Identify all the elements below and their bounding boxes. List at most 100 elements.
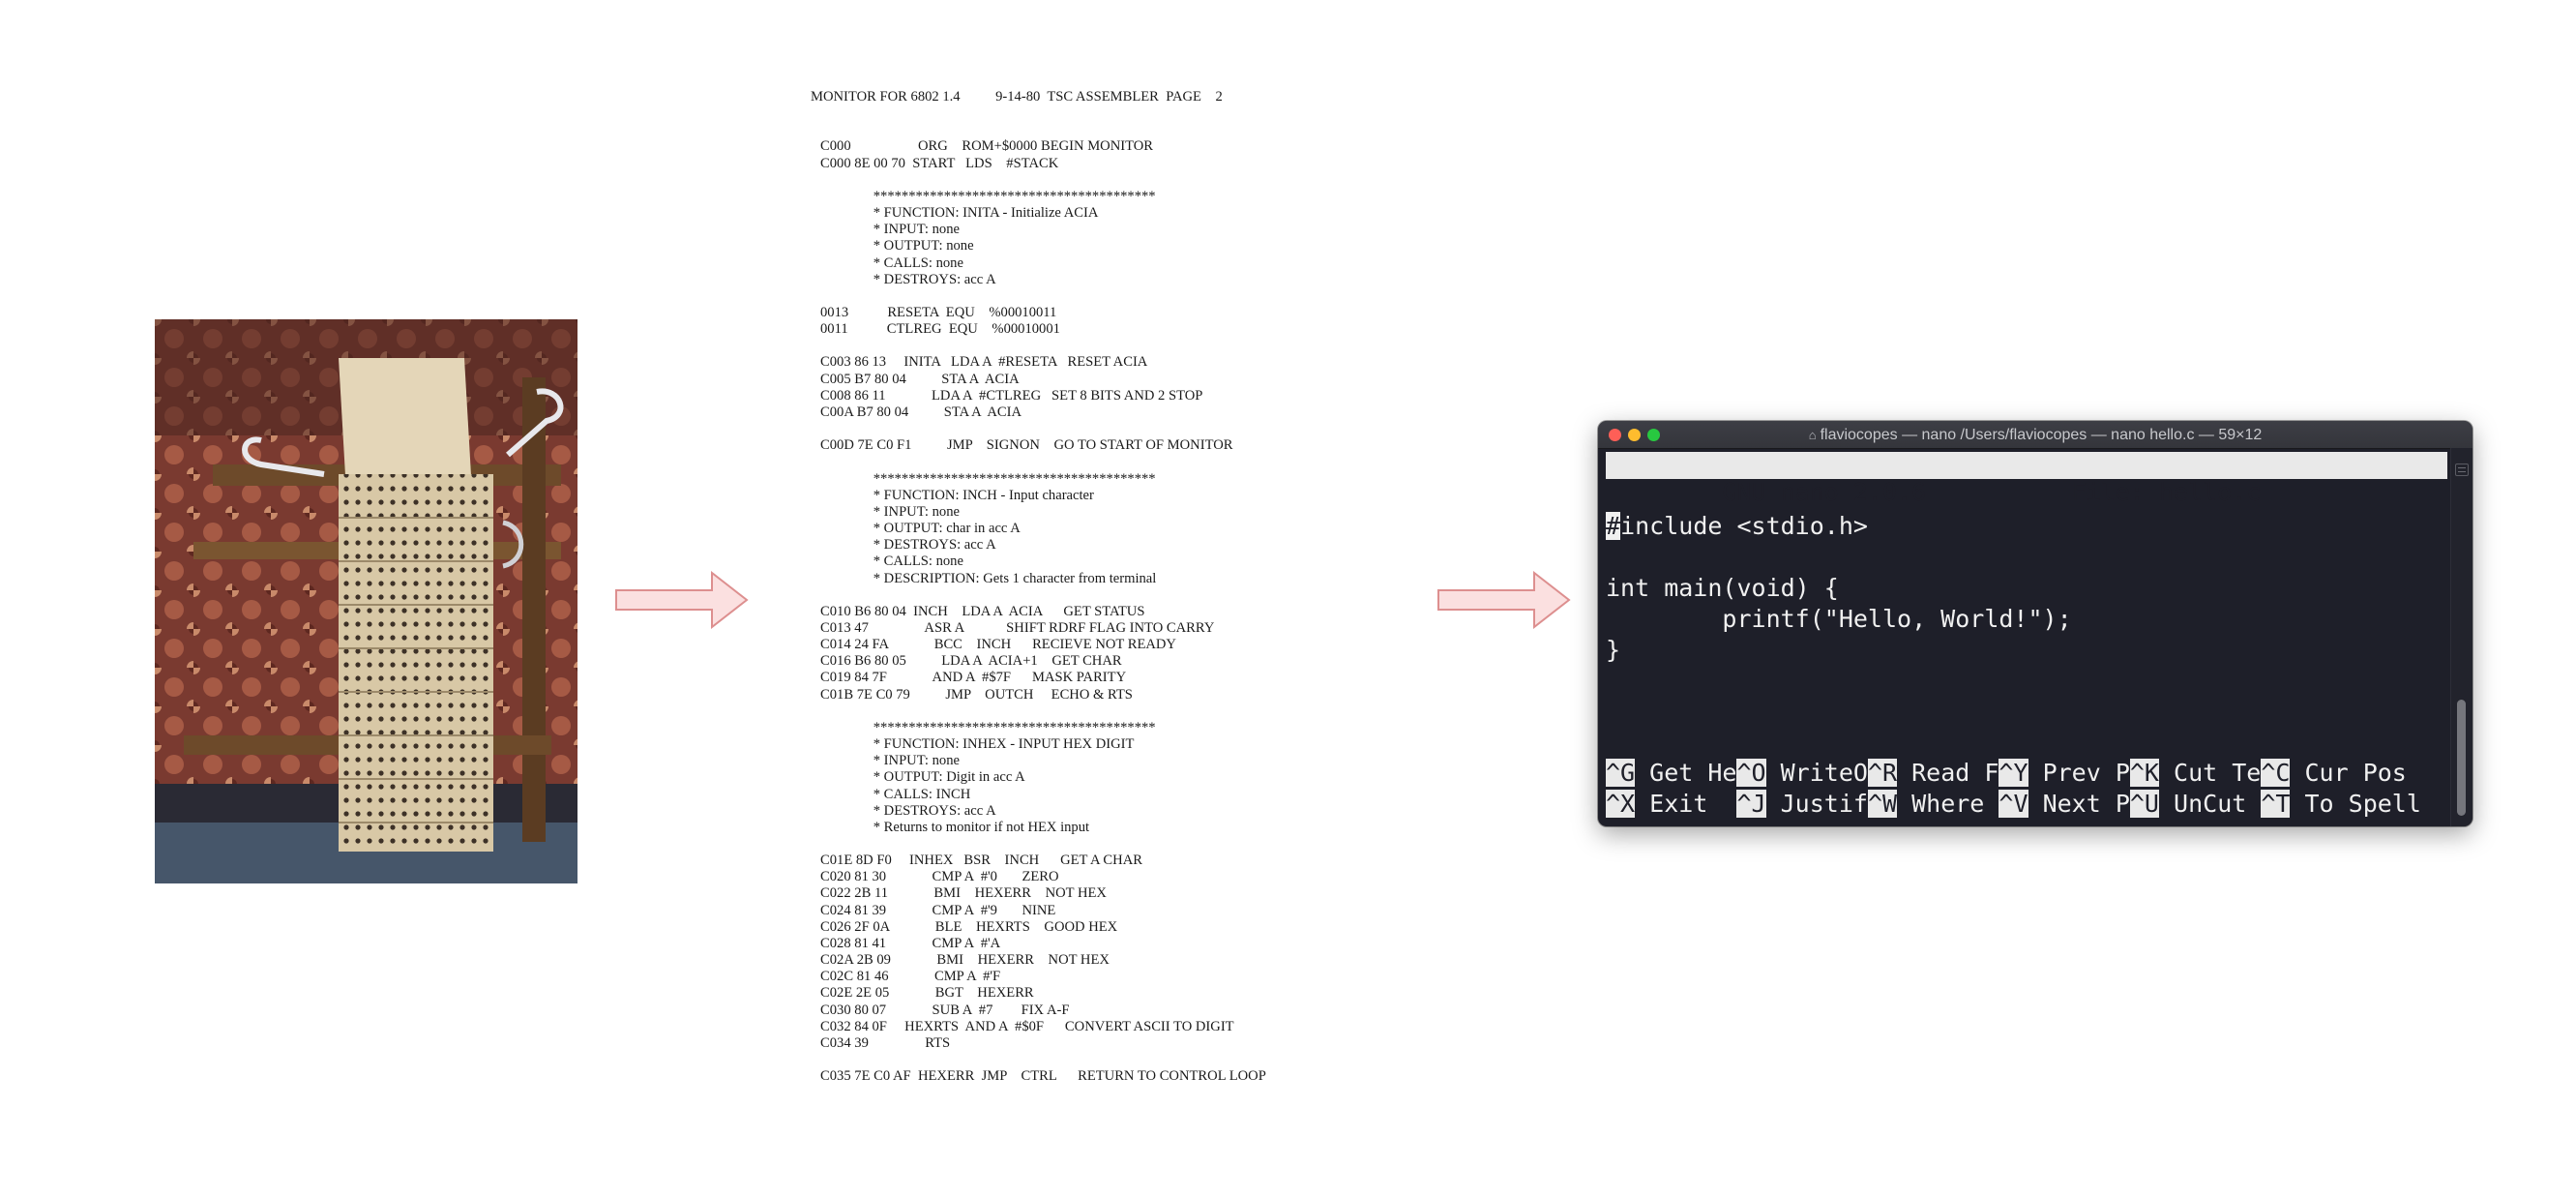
listing-line: C034 39 RTS xyxy=(820,1034,951,1051)
listing-line: * INPUT: none xyxy=(820,222,960,238)
right-arrow-icon xyxy=(1437,570,1571,634)
shortcut-label: Cur Pos xyxy=(2290,759,2407,787)
listing-line xyxy=(820,338,1410,354)
shortcut-label: Next P xyxy=(2028,790,2130,818)
listing-line: * FUNCTION: INCH - Input character xyxy=(820,487,1094,503)
listing-line: C014 24 FA BCC INCH RECIEVE NOT READY xyxy=(820,637,1176,653)
listing-line: * CALLS: none xyxy=(820,554,963,570)
shortcut-row-1: ^G Get He^O WriteO^R Read F^Y Prev P^K C… xyxy=(1606,758,2407,789)
listing-line: * FUNCTION: INHEX - INPUT HEX DIGIT xyxy=(820,736,1135,753)
shortcut-label: Exit xyxy=(1635,790,1737,818)
listing-line: C00D 7E C0 F1 JMP SIGNON GO TO START OF … xyxy=(820,437,1233,454)
nano-file-label: File: hello.c xyxy=(2071,478,2262,506)
shortcut-key: ^K xyxy=(2129,759,2159,787)
listing-line: C010 B6 80 04 INCH LDA A ACIA GET STATUS xyxy=(820,603,1145,619)
listing-line: 0011 CTLREG EQU %00010001 xyxy=(820,321,1060,338)
listing-line: C026 2F 0A BLE HEXRTS GOOD HEX xyxy=(820,918,1118,935)
listing-line xyxy=(820,1052,1410,1068)
listing-line: C00A B7 80 04 STA A ACIA xyxy=(820,404,1022,420)
nano-header-bar: GNU nano 2.0.6 File: hello.c xyxy=(1606,452,2447,506)
shortcut-label: Prev P xyxy=(2028,759,2130,787)
listing-line: C000 8E 00 70 START LDS #STACK xyxy=(820,155,1059,171)
listing-line xyxy=(820,703,1410,720)
listing-line: * INPUT: none xyxy=(820,753,960,769)
listing-line: C02C 81 46 CMP A #'F xyxy=(820,969,1001,985)
code-line[interactable]: printf("Hello, World!"); xyxy=(1606,605,2072,633)
listing-line: * OUTPUT: Digit in acc A xyxy=(820,769,1025,786)
shortcut-key: ^G xyxy=(1606,759,1636,787)
zoom-button[interactable] xyxy=(1647,429,1660,441)
listing-line: C019 84 7F AND A #$7F MASK PARITY xyxy=(820,670,1127,686)
home-folder-icon: ⌂ xyxy=(1808,428,1817,442)
listing-line: C005 B7 80 04 STA A ACIA xyxy=(820,371,1020,387)
shortcut-key: ^C xyxy=(2261,759,2291,787)
listing-line: * OUTPUT: none xyxy=(820,238,974,254)
listing-line: * OUTPUT: char in acc A xyxy=(820,521,1021,537)
listing-line: C003 86 13 INITA LDA A #RESETA RESET ACI… xyxy=(820,354,1148,371)
shortcut-label: WriteO xyxy=(1765,759,1868,787)
listing-line: * CALLS: none xyxy=(820,254,963,271)
listing-line: C020 81 30 CMP A #'0 ZERO xyxy=(820,869,1059,885)
listing-line: C008 86 11 LDA A #CTLREG SET 8 BITS AND … xyxy=(820,387,1203,404)
listing-line: C02A 2B 09 BMI HEXERR NOT HEX xyxy=(820,952,1110,969)
window-title: ⌂flaviocopes — nano /Users/flaviocopes —… xyxy=(1598,427,2472,444)
listing-line: * DESTROYS: acc A xyxy=(820,802,996,819)
scrollbar-menu-icon[interactable] xyxy=(2455,464,2469,476)
window-title-text: flaviocopes — nano /Users/flaviocopes — … xyxy=(1820,427,2263,443)
listing-line: * Returns to monitor if not HEX input xyxy=(820,819,1090,835)
listing-line xyxy=(820,122,1410,138)
listing-line: C024 81 39 CMP A #'9 NINE xyxy=(820,902,1056,918)
listing-line: C016 B6 80 05 LDA A ACIA+1 GET CHAR xyxy=(820,653,1122,670)
shortcut-key: ^O xyxy=(1736,759,1766,787)
listing-line xyxy=(820,421,1410,437)
shortcut-row-2: ^X Exit ^J Justif^W Where ^V Next P^U Un… xyxy=(1606,789,2421,820)
code-line[interactable]: } xyxy=(1606,636,1621,664)
listing-line: 0013 RESETA EQU %00010011 xyxy=(820,305,1057,321)
vertical-scrollbar[interactable] xyxy=(2450,448,2472,826)
listing-line: C028 81 41 CMP A #'A xyxy=(820,935,1001,951)
listing-line: C035 7E C0 AF HEXERR JMP CTRL RETURN TO … xyxy=(820,1068,1266,1085)
code-line-text: include <stdio.h> xyxy=(1620,512,1868,540)
listing-line xyxy=(820,288,1410,305)
code-line[interactable]: #include <stdio.h> xyxy=(1606,511,1868,542)
shortcut-label: Cut Te xyxy=(2158,759,2262,787)
listing-line xyxy=(820,454,1410,470)
window-titlebar[interactable]: ⌂flaviocopes — nano /Users/flaviocopes —… xyxy=(1598,421,2472,449)
listing-line: **************************************** xyxy=(820,719,1156,735)
shortcut-key: ^R xyxy=(1867,759,1898,787)
minimize-button[interactable] xyxy=(1628,429,1641,441)
shortcut-key: ^V xyxy=(1999,790,2028,818)
shortcut-key: ^T xyxy=(2261,790,2291,818)
listing-line: C030 80 07 SUB A #7 FIX A-F xyxy=(820,1002,1070,1018)
shortcut-key: ^J xyxy=(1736,790,1766,818)
listing-line: * INPUT: none xyxy=(820,503,960,520)
listing-line: C02E 2E 05 BGT HEXERR xyxy=(820,985,1034,1002)
shortcut-key: ^Y xyxy=(1999,759,2028,787)
listing-line: C022 2B 11 BMI HEXERR NOT HEX xyxy=(820,885,1107,902)
nano-editor-screen[interactable]: GNU nano 2.0.6 File: hello.c #include <s… xyxy=(1606,450,2447,822)
punched-card-loom-photo xyxy=(155,319,577,883)
shortcut-label: Get He xyxy=(1635,759,1737,787)
listing-line: * DESTROYS: acc A xyxy=(820,271,996,287)
listing-line: C01E 8D F0 INHEX BSR INCH GET A CHAR xyxy=(820,853,1142,869)
listing-header: MONITOR FOR 6802 1.4 9-14-80 TSC ASSEMBL… xyxy=(811,89,1223,105)
scrollbar-thumb[interactable] xyxy=(2457,700,2466,816)
code-line[interactable]: int main(void) { xyxy=(1606,574,1839,602)
listing-line: C000 ORG ROM+$0000 BEGIN MONITOR xyxy=(820,138,1154,155)
nano-version: GNU nano 2.0.6 xyxy=(1693,478,1927,506)
listing-line xyxy=(820,836,1410,853)
shortcut-label: Justif xyxy=(1765,790,1868,818)
listing-line: * DESCRIPTION: Gets 1 character from ter… xyxy=(820,570,1157,586)
shortcut-key: ^X xyxy=(1606,790,1636,818)
listing-line: C032 84 0F HEXRTS AND A #$0F CONVERT ASC… xyxy=(820,1018,1234,1034)
terminal-window[interactable]: ⌂flaviocopes — nano /Users/flaviocopes —… xyxy=(1598,421,2472,826)
listing-line xyxy=(820,172,1410,189)
assembler-listing: MONITOR FOR 6802 1.4 9-14-80 TSC ASSEMBL… xyxy=(811,89,1410,1085)
shortcut-label: Read F xyxy=(1897,759,1999,787)
listing-line: **************************************** xyxy=(820,188,1156,204)
listing-line: * DESTROYS: acc A xyxy=(820,537,996,554)
close-button[interactable] xyxy=(1609,429,1621,441)
shortcut-label: Where xyxy=(1897,790,1999,818)
right-arrow-icon xyxy=(615,570,749,634)
